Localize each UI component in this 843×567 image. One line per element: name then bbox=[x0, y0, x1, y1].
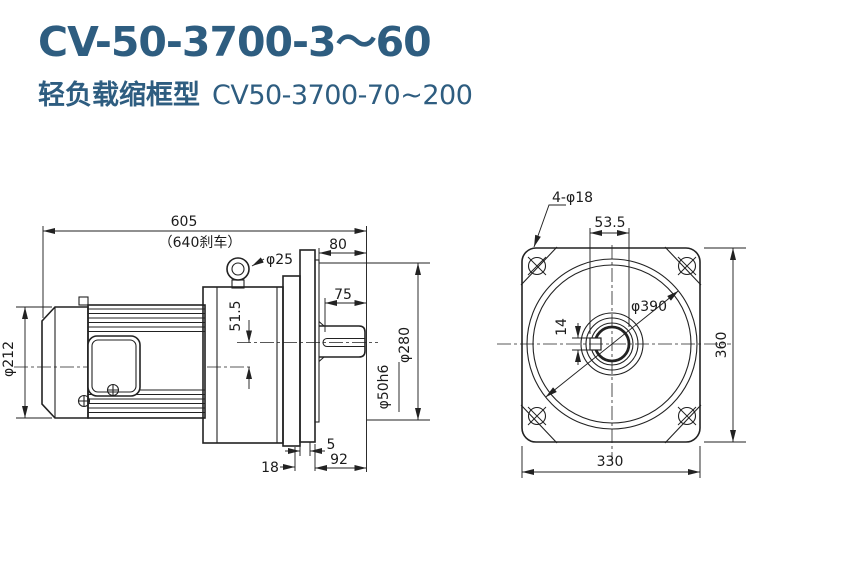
output-shaft bbox=[318, 321, 366, 362]
subtitle-model-code: CV50-3700-70~200 bbox=[212, 80, 473, 112]
leader-eyebolt bbox=[251, 257, 265, 267]
shaft-fillet bbox=[318, 321, 325, 362]
leader-mounting-holes bbox=[533, 204, 566, 248]
page-subtitle: 轻负载缩框型 CV50-3700-70~200 bbox=[38, 73, 473, 112]
side-dimensions: 605 （640刹车） φ25 80 75 51.5 φ212 bbox=[1, 214, 430, 476]
dim-mounting-holes: 4-φ18 bbox=[552, 190, 593, 206]
flange-plate bbox=[521, 247, 701, 443]
flange-spigot-ring bbox=[314, 259, 320, 423]
bolt-hole-icon bbox=[527, 406, 547, 426]
ext-line bbox=[589, 228, 630, 334]
dim-flange-width: 330 bbox=[597, 454, 624, 470]
dim-shaft-center-offset: 51.5 bbox=[228, 300, 244, 331]
ext-line bbox=[704, 247, 746, 443]
screw-icon bbox=[77, 394, 91, 408]
front-view: 4-φ18 53.5 14 φ390 360 330 bbox=[497, 190, 746, 478]
shaft-keyway bbox=[322, 337, 365, 348]
screw-icon bbox=[106, 383, 120, 397]
dim-motor-diameter: φ212 bbox=[1, 341, 17, 377]
front-centerlines bbox=[497, 245, 731, 461]
dim-flange-thickness: 18 bbox=[261, 460, 279, 476]
gearbox-neck bbox=[282, 275, 301, 447]
bolt-hole-icon bbox=[677, 256, 697, 276]
dim-keyway-across: 53.5 bbox=[594, 215, 625, 231]
page-header: CV-50-3700-3～60 轻负载缩框型 CV50-3700-70~200 bbox=[38, 18, 473, 112]
eyebolt bbox=[226, 257, 250, 289]
terminal-box-inner bbox=[91, 339, 137, 393]
dim-overall-length: 605 bbox=[171, 214, 198, 230]
side-centerlines bbox=[14, 342, 378, 368]
output-flange bbox=[299, 249, 316, 443]
dim-flange-diameter: φ280 bbox=[397, 327, 413, 363]
dim-shaft-length: 92 bbox=[330, 452, 348, 468]
ext-line bbox=[16, 306, 52, 419]
bolt-hole-icon bbox=[527, 256, 547, 276]
terminal-box-outer bbox=[87, 335, 141, 397]
side-view: 605 （640刹车） φ25 80 75 51.5 φ212 bbox=[1, 214, 430, 476]
mounting-holes bbox=[527, 256, 697, 426]
dim-spigot-circle: φ390 bbox=[631, 299, 667, 315]
dim-shaft-diameter: φ50h6 bbox=[376, 364, 392, 409]
dim-flange-to-shaft-end: 80 bbox=[329, 237, 347, 253]
front-dimensions: 4-φ18 53.5 14 φ390 360 330 bbox=[521, 190, 746, 478]
dim-keyway-length: 75 bbox=[334, 287, 352, 303]
ext-line bbox=[319, 262, 430, 421]
dim-keyway-width: 14 bbox=[554, 318, 570, 336]
dim-eyebolt-hole: φ25 bbox=[266, 252, 293, 268]
dim-flange-height: 360 bbox=[714, 332, 730, 359]
dim-brake-note: （640刹车） bbox=[159, 234, 242, 251]
page-title: CV-50-3700-3～60 bbox=[38, 18, 432, 66]
terminal-box bbox=[77, 335, 141, 408]
fin-lines-top bbox=[88, 308, 205, 333]
fin-lines-bottom bbox=[88, 389, 205, 414]
cooling-fins bbox=[88, 308, 205, 414]
subtitle-type-name: 轻负载缩框型 bbox=[38, 80, 200, 112]
dim-spigot-depth: 5 bbox=[327, 437, 336, 453]
lifting-lug bbox=[78, 296, 89, 306]
bolt-hole-icon bbox=[677, 406, 697, 426]
